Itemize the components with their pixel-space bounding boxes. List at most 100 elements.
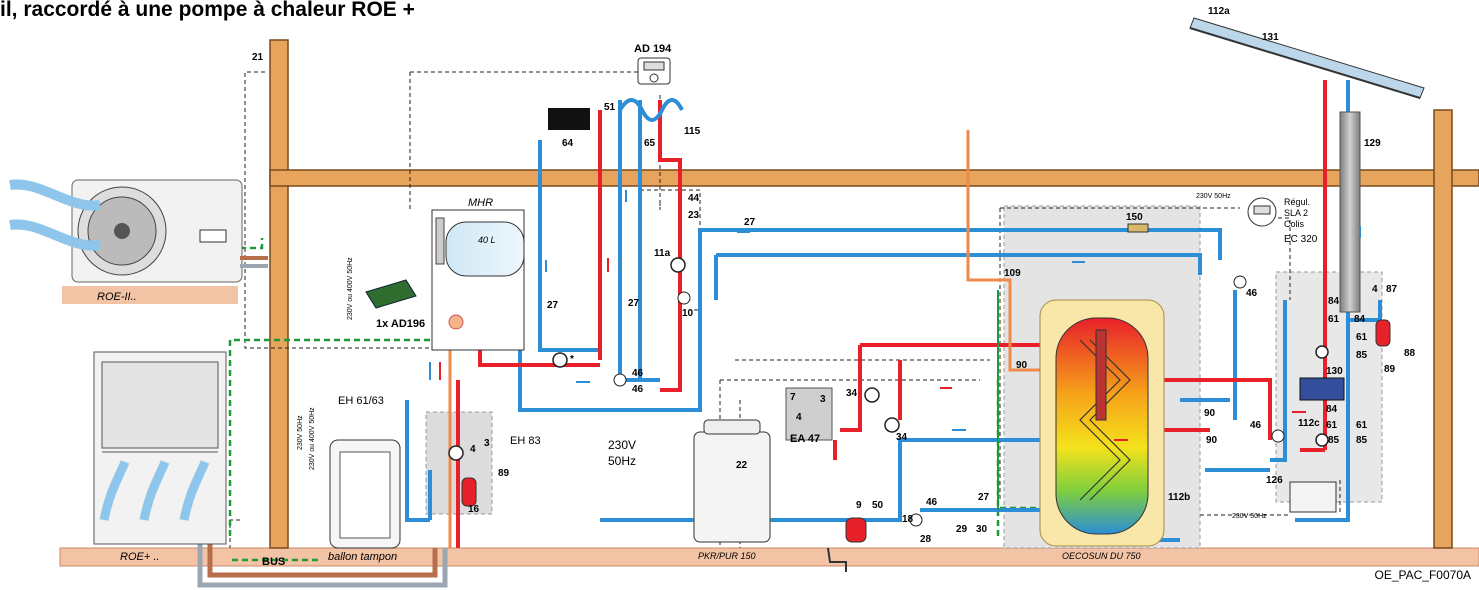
label-mhr-vol: 40 L	[478, 235, 496, 245]
mhr-boiler	[431, 209, 525, 351]
num-7: 7	[790, 392, 796, 403]
expansion-vessel-ec	[845, 517, 867, 543]
num-34b: 34	[896, 432, 908, 443]
label-ballon: ballon tampon	[328, 551, 397, 563]
solar-collector	[1189, 17, 1425, 313]
num-27c: 27	[628, 298, 640, 309]
num-112a: 112a	[1208, 6, 1230, 17]
oecosun-tank	[1039, 299, 1165, 547]
num-44: 44	[688, 193, 700, 204]
label-supply-small-1: 230V 50Hz	[1196, 193, 1231, 200]
sensor-150	[1127, 223, 1149, 233]
num-46d: 46	[926, 497, 938, 508]
num-28: 28	[920, 534, 932, 545]
wood-frame	[269, 39, 1479, 549]
ea47-box	[785, 387, 833, 441]
floor-left-slab	[62, 286, 238, 304]
solar-exchanger-130	[1299, 377, 1345, 401]
expansion-vessel-88	[1375, 319, 1391, 347]
num-4c: 4	[470, 444, 476, 455]
num-61b: 61	[1356, 332, 1368, 343]
three-way-valves	[613, 275, 1285, 527]
ballon-tampon	[329, 439, 401, 549]
expansion-vessel-16	[461, 477, 477, 507]
num-4b: 4	[796, 412, 802, 423]
num-46b: 46	[1246, 288, 1258, 299]
label-supply-small-2: 230V 50Hz	[1232, 513, 1267, 520]
num-3b: 3	[484, 438, 490, 449]
num-130: 130	[1326, 366, 1343, 377]
label-230v: 230V	[608, 438, 636, 452]
dhw-pipe	[448, 130, 1040, 548]
num-115: 115	[684, 126, 701, 137]
num-34a: 34	[846, 388, 858, 399]
underground-pipes	[197, 515, 448, 588]
num-90c: 90	[1206, 435, 1218, 446]
label-eh83: EH 83	[510, 435, 541, 447]
ad194-thermostat	[637, 57, 671, 85]
component-numbers: 21 64 51 65 115 44 23 27 11a 10 27 27 * …	[252, 6, 1416, 545]
label-oecosun: OECOSUN DU 750	[1062, 551, 1141, 561]
num-10: 10	[682, 308, 694, 319]
label-pkr: PKR/PUR 150	[698, 551, 756, 561]
num-22: 22	[736, 460, 748, 471]
num-90b: 90	[1204, 408, 1216, 419]
num-87: 87	[1386, 284, 1398, 295]
num-30: 30	[976, 524, 988, 535]
num-46c: 46	[1250, 420, 1262, 431]
label-regul: Régul.	[1284, 197, 1310, 207]
num-129: 129	[1364, 138, 1381, 149]
num-65: 65	[644, 138, 656, 149]
label-ea47: EA 47	[790, 433, 820, 445]
num-85c: 85	[1356, 435, 1368, 446]
num-89b: 89	[498, 468, 510, 479]
num-90a: 90	[1016, 360, 1028, 371]
regulator-sla2	[1247, 197, 1277, 227]
label-ad196: 1x AD196	[376, 318, 425, 330]
label-roe-plus: ROE+ ..	[120, 551, 159, 563]
num-11a: 11a	[654, 248, 671, 259]
label-ad194: AD 194	[634, 43, 672, 55]
num-50: 50	[872, 500, 884, 511]
label-eh6163: EH 61/63	[338, 395, 384, 407]
num-27b: 27	[547, 300, 559, 311]
label-mhr-power: 230V ou 400V 50Hz	[347, 257, 354, 320]
num-18: 18	[902, 514, 914, 525]
flow-arrows	[429, 190, 1361, 441]
num-23: 23	[688, 210, 700, 221]
num-112c: 112c	[1298, 418, 1320, 429]
reference-code: OE_PAC_F0070A	[1374, 568, 1472, 582]
num-16: 16	[468, 504, 480, 515]
pumps	[448, 257, 1329, 461]
num-27d: 27	[978, 492, 990, 503]
ad196-board	[365, 279, 417, 309]
diagram-title: il, raccordé à une pompe à chaleur ROE +	[0, 0, 415, 21]
floor	[59, 547, 1479, 567]
num-89a: 89	[1384, 364, 1396, 375]
drain-symbol	[827, 547, 847, 572]
cold-pipes	[405, 80, 1382, 542]
num-64: 64	[562, 138, 574, 149]
num-84b: 84	[1354, 314, 1366, 325]
num-84c: 84	[1326, 404, 1338, 415]
solar-pipe-129	[1339, 111, 1361, 313]
num-85b: 85	[1328, 435, 1340, 446]
label-bus-power-2: 230V ou 400V 50Hz	[309, 407, 316, 470]
num-112b: 112b	[1168, 492, 1190, 503]
num-29: 29	[956, 524, 968, 535]
num-3a: 3	[820, 394, 826, 405]
floor-coil-65	[618, 98, 684, 122]
num-46e: 46	[632, 384, 644, 395]
hot-pipes	[456, 80, 1327, 548]
num-84a: 84	[1328, 296, 1340, 307]
num-9: 9	[856, 500, 862, 511]
label-50hz: 50Hz	[608, 454, 636, 468]
label-ec320: EC 320	[1284, 234, 1318, 245]
controller-126	[1289, 481, 1337, 513]
num-109: 109	[1004, 268, 1021, 279]
num-126: 126	[1266, 475, 1283, 486]
num-27a: 27	[744, 217, 756, 228]
num-88: 88	[1404, 348, 1416, 359]
num-4a: 4	[1372, 284, 1378, 295]
